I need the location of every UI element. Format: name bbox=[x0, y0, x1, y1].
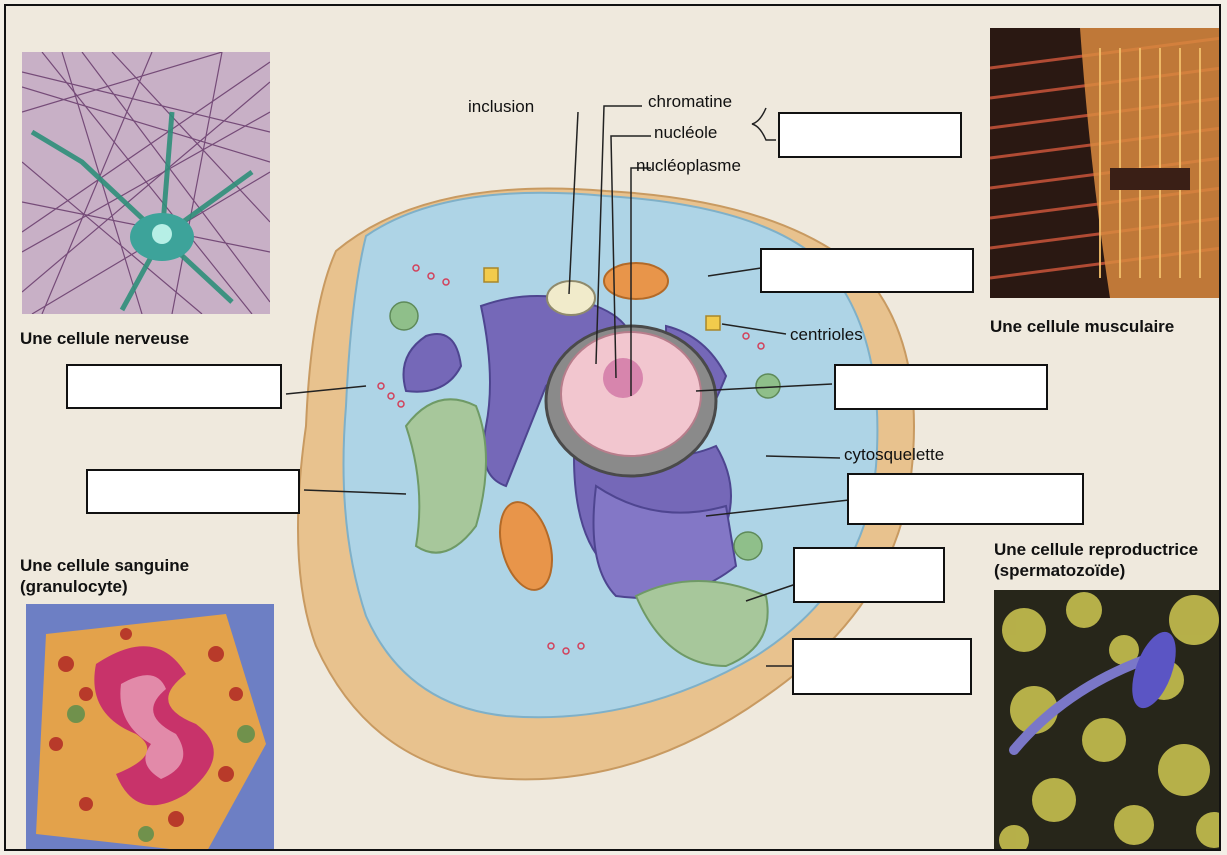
answer-box-mitochondria[interactable] bbox=[760, 248, 974, 293]
answer-box-er[interactable] bbox=[847, 473, 1084, 525]
answer-box-lysosome[interactable] bbox=[66, 364, 282, 409]
label-chromatine: chromatine bbox=[648, 92, 732, 112]
label-centrioles: centrioles bbox=[790, 325, 863, 345]
inclusion-body bbox=[547, 281, 595, 315]
worksheet-page: Une cellule nerveuse Une cellule muscula… bbox=[4, 4, 1221, 851]
nucleolus bbox=[603, 358, 643, 398]
animal-cell-diagram bbox=[6, 6, 1221, 851]
label-nucleole: nucléole bbox=[654, 123, 717, 143]
answer-box-cytoplasm[interactable] bbox=[792, 638, 972, 695]
answer-box-nuclear-envelope[interactable] bbox=[834, 364, 1048, 410]
answer-box-nucleus[interactable] bbox=[778, 112, 962, 158]
label-inclusion: inclusion bbox=[468, 97, 534, 117]
answer-box-membrane[interactable] bbox=[86, 469, 300, 514]
label-cytosquelette: cytosquelette bbox=[844, 445, 944, 465]
answer-box-golgi[interactable] bbox=[793, 547, 945, 603]
label-nucleoplasme: nucléoplasme bbox=[636, 156, 741, 176]
